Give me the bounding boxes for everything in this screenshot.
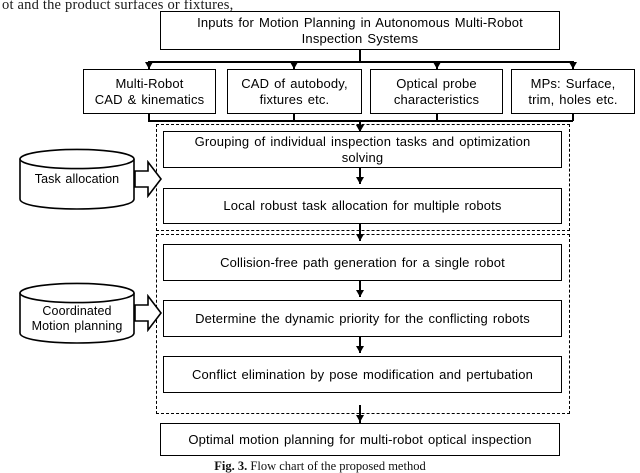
input-box-3-line1: Optical probe [396, 76, 477, 91]
stage2-step1-line1: Collision-free path generation for a sin… [220, 254, 505, 270]
arrowhead-4 [568, 62, 577, 69]
inputs-title-line1: Inputs for Motion Planning in Autonomous… [197, 15, 523, 30]
coordinated-motion-block-arrow [134, 294, 162, 332]
input-box-cad-autobody: CAD of autobody, fixtures etc. [227, 69, 362, 114]
connector-stage2-s2-s3 [359, 337, 361, 353]
connector-title-stem [359, 50, 361, 62]
connector-riser-4 [572, 114, 574, 121]
input-box-2-line1: CAD of autobody, [241, 76, 348, 91]
truncated-body-text: ot and the product surfaces or fixtures, [2, 0, 234, 13]
arrowhead-stage2-s2-s3 [355, 346, 364, 353]
stage1-step1-line1: Grouping of individual inspection tasks … [194, 134, 531, 149]
arrowhead-stage2-s1-s2 [355, 290, 364, 297]
stage2-step-conflict-elimination-box: Conflict elimination by pose modificatio… [163, 356, 562, 393]
stage2-step2-line1: Determine the dynamic priority for the c… [195, 310, 530, 326]
arrowhead-1 [145, 62, 153, 69]
stage2-step3-line1: Conflict elimination by pose modificatio… [192, 366, 533, 382]
arrowhead-into-stage1 [355, 125, 364, 132]
input-box-multi-robot-cad: Multi-Robot CAD & kinematics [83, 69, 216, 114]
connector-distribution-bus [149, 61, 573, 63]
task-allocation-cylinder: Task allocation [18, 148, 136, 210]
input-box-2-line2: fixtures etc. [259, 91, 330, 107]
input-box-optical-probe: Optical probe characteristics [370, 69, 503, 114]
stage2-step-dynamic-priority-box: Determine the dynamic priority for the c… [163, 300, 562, 337]
connector-riser-2 [293, 114, 295, 121]
arrowhead-stage1-s1-s2 [355, 177, 364, 184]
input-box-4-line2: trim, holes etc. [528, 91, 618, 107]
arrowhead-into-stage2 [355, 234, 364, 241]
stage1-step1-line2: solving [341, 149, 384, 165]
figure-caption-label: Fig. 3. [214, 459, 248, 473]
arrowhead-3 [433, 62, 441, 69]
connector-riser-3 [436, 114, 438, 121]
figure-caption: Fig. 3. Flow chart of the proposed metho… [0, 459, 640, 473]
stage2-step-collision-free-box: Collision-free path generation for a sin… [163, 244, 562, 281]
inputs-title-box: Inputs for Motion Planning in Autonomous… [160, 11, 560, 50]
stage1-step2-line1: Local robust task allocation for multipl… [223, 198, 502, 214]
task-allocation-block-arrow [134, 160, 162, 198]
stage-2-dashed-group [156, 234, 570, 414]
stage1-step-grouping-box: Grouping of individual inspection tasks … [163, 131, 562, 168]
connector-riser-1 [148, 114, 150, 121]
input-box-mps-surface: MPs: Surface, trim, holes etc. [511, 69, 635, 114]
arrowhead-into-output [355, 415, 364, 422]
input-box-1-line2: CAD & kinematics [94, 91, 205, 107]
inputs-title-line2: Inspection Systems [301, 30, 419, 46]
connector-stage2-s1-s2 [359, 281, 361, 297]
output-optimal-motion-planning-box: Optimal motion planning for multi-robot … [160, 423, 560, 456]
connector-stage1-s1-s2 [359, 168, 361, 184]
input-box-1-line1: Multi-Robot [115, 76, 184, 91]
input-box-3-line2: characteristics [393, 91, 480, 107]
coordinated-motion-planning-cylinder: Coordinated Motion planning [18, 282, 136, 344]
arrowhead-2 [290, 62, 298, 69]
input-box-4-line1: MPs: Surface, [530, 76, 616, 91]
connector-stage2-to-output [359, 405, 361, 423]
output-box-line1: Optimal motion planning for multi-robot … [188, 431, 532, 447]
stage1-step-local-allocation-box: Local robust task allocation for multipl… [163, 188, 562, 224]
figure-caption-text: Flow chart of the proposed method [247, 459, 426, 473]
connector-stage1-to-stage2 [359, 224, 361, 241]
